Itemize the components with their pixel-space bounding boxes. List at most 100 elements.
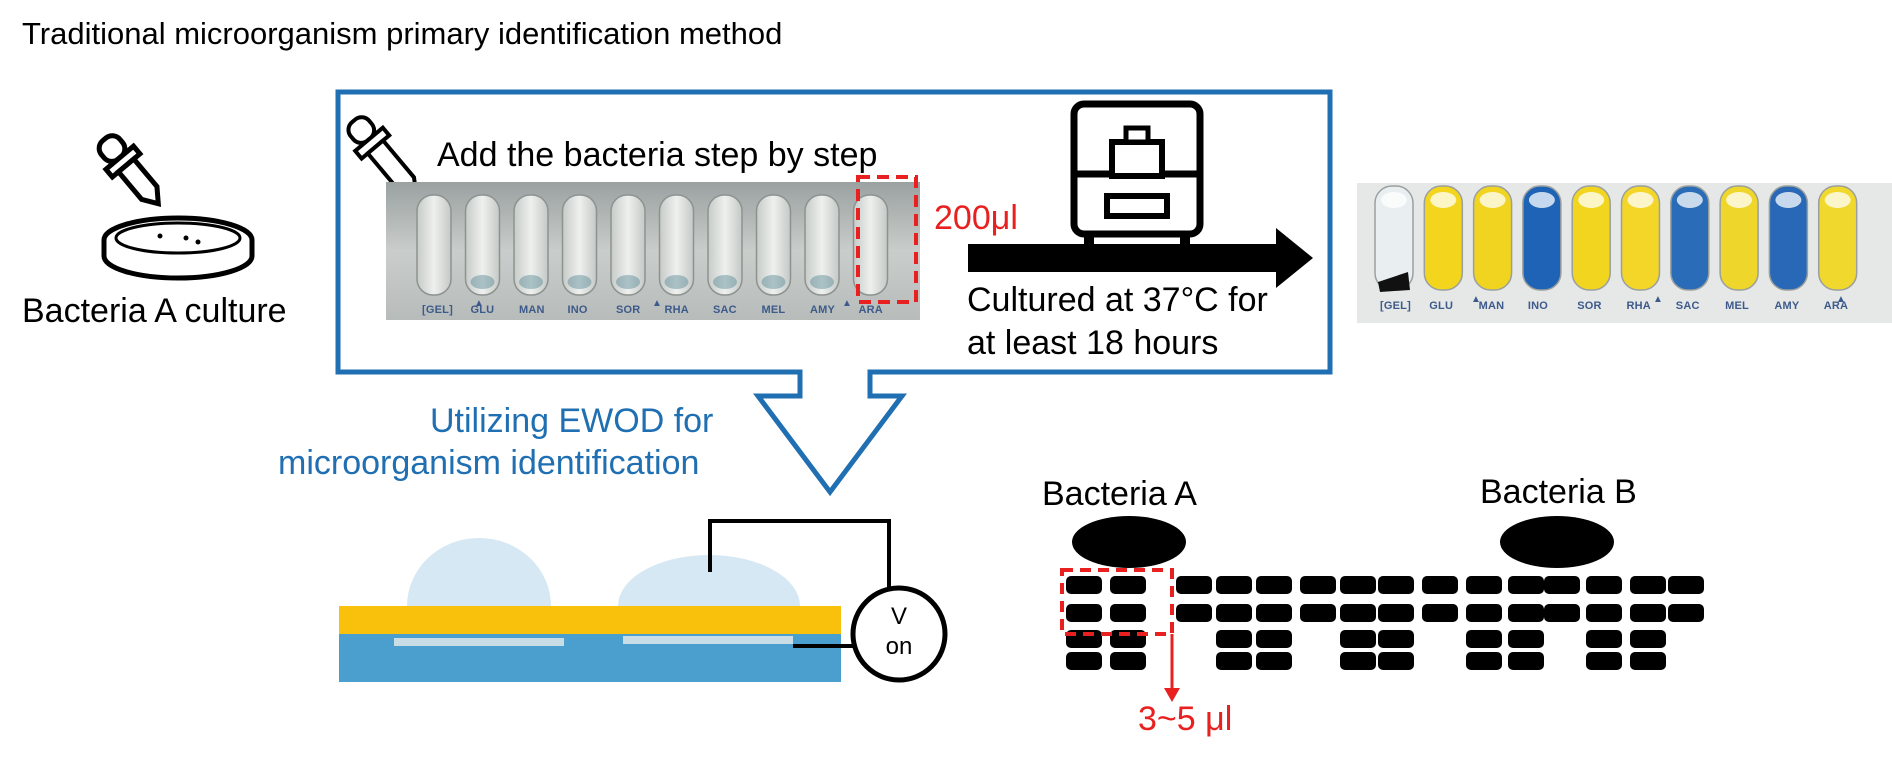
result-tube [1522, 185, 1562, 291]
result-tube-label: [GEL] [1380, 300, 1411, 312]
result-tube [1719, 185, 1759, 291]
electrode-pad [1378, 630, 1414, 648]
droplet-right [618, 555, 800, 606]
electrode-pad [1110, 604, 1146, 622]
electrode-left [394, 638, 564, 646]
electrode-pad [1508, 576, 1544, 594]
volume-pointer-arrowhead [1164, 688, 1180, 702]
traditional-process-frame [335, 89, 1333, 497]
electrode-pad [1630, 576, 1666, 594]
result-tube-label: INO [1527, 300, 1549, 312]
electrode-pad [1300, 604, 1336, 622]
voltage-label-v: V [890, 603, 907, 630]
incubation-arrow [968, 228, 1313, 288]
electrode-pad [1340, 604, 1376, 622]
ewod-device [339, 519, 948, 683]
electrode-pad [1176, 604, 1212, 622]
electrode-pad [1586, 652, 1622, 670]
strip-tube-label: MEL [761, 304, 786, 316]
incubator-icon [1070, 100, 1204, 246]
electrode-pad [1586, 576, 1622, 594]
electrode-pad [1544, 604, 1580, 622]
electrode-pad [1066, 576, 1102, 594]
strip-tube-label: SAC [713, 304, 737, 316]
result-tube-label: MAN [1478, 300, 1505, 312]
electrode-pad [1422, 604, 1458, 622]
electrode-pad [1340, 652, 1376, 670]
electrode-layer [339, 606, 841, 634]
strip-tube [755, 194, 792, 296]
electrode-pad [1630, 630, 1666, 648]
strip-tube-label: MAN [519, 304, 545, 316]
droplet-left [407, 538, 551, 606]
strip-tube [561, 194, 598, 296]
voltage-label-on: on [885, 633, 913, 660]
electrode-pad [1216, 576, 1252, 594]
electrode-pad [1066, 652, 1102, 670]
electrode-pad [1508, 604, 1544, 622]
add-bacteria-label: Add the bacteria step by step [437, 136, 878, 174]
electrode-pad [1176, 576, 1212, 594]
result-tube-label: SAC [1675, 300, 1700, 312]
petri-dish-with-dropper-icon [96, 133, 255, 281]
strip-tube [658, 194, 695, 296]
electrode-pad [1586, 630, 1622, 648]
electrode-pad [1466, 630, 1502, 648]
result-tube [1620, 185, 1661, 291]
ewod-label-line2: microorganism identification [278, 444, 700, 482]
electrode-pad [1668, 576, 1704, 594]
electrode-pad [1466, 652, 1502, 670]
electrode-array [1066, 576, 1704, 670]
array-volume-label: 3~5 μl [1138, 700, 1233, 738]
strip-marker: ▲ [474, 298, 485, 309]
test-strip-result [1357, 183, 1892, 323]
strip-tube [513, 194, 549, 296]
strip-tube [464, 194, 501, 296]
culture-label: Bacteria A culture [22, 292, 287, 330]
strip-tube-label: AMY [810, 304, 836, 316]
strip-marker: ▲ [1653, 294, 1664, 305]
strip-tube-label: INO [567, 304, 588, 316]
electrode-pad [1378, 652, 1414, 670]
electrode-pad [1300, 576, 1336, 594]
result-tube [1817, 185, 1858, 291]
electrode-pad [1630, 604, 1666, 622]
result-tube-label: SOR [1577, 300, 1602, 312]
electrode-pad [1216, 630, 1252, 648]
bacteria-a-label: Bacteria A [1042, 475, 1197, 513]
result-tube [1472, 185, 1513, 291]
electrode-pad [1256, 604, 1292, 622]
strip-tube [804, 194, 840, 296]
strip-tube-label: RHA [664, 304, 689, 316]
electrode-pad [1110, 652, 1146, 670]
result-tube-label: MEL [1725, 300, 1749, 312]
electrode-pad [1466, 576, 1502, 594]
strip-marker: ▲ [842, 298, 853, 309]
result-tube-label: RHA [1626, 300, 1651, 312]
strip-marker: ▲ [652, 298, 663, 309]
electrode-pad [1422, 576, 1458, 594]
electrode-pad [1216, 652, 1252, 670]
electrode-pad [1586, 604, 1622, 622]
electrode-pad [1466, 604, 1502, 622]
voltage-source-icon [850, 585, 948, 683]
test-strip-initial [386, 182, 920, 320]
volume-highlight-box [856, 175, 918, 304]
strip-tube-label: SOR [616, 304, 641, 316]
electrode-right [623, 636, 793, 644]
incubation-label-line1: Cultured at 37°C for [967, 281, 1268, 319]
electrode-pad [1378, 604, 1414, 622]
strip-tube [852, 194, 889, 296]
result-tube [1423, 185, 1464, 291]
strip-tube [610, 194, 646, 296]
result-tube [1670, 185, 1710, 291]
electrode-pad [1508, 652, 1544, 670]
voltage-label: V on [873, 602, 925, 662]
electrode-pad [1508, 630, 1544, 648]
result-tube [1768, 185, 1809, 291]
result-tube-label: ARA [1823, 300, 1849, 312]
electrode-pad [1256, 652, 1292, 670]
electrode-pad [1668, 604, 1704, 622]
page-title: Traditional microorganism primary identi… [22, 16, 783, 51]
